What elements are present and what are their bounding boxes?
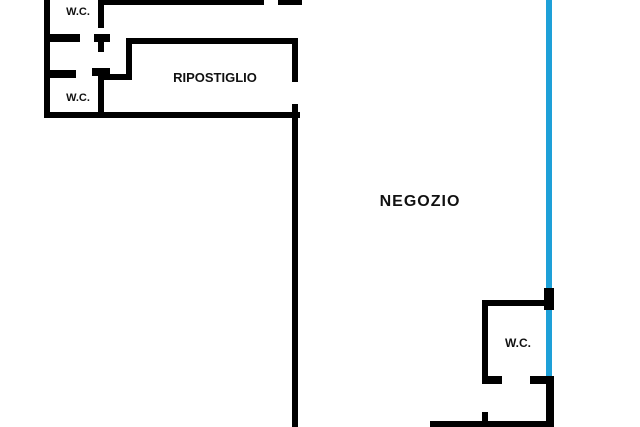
wall-ripostiglio-step (104, 74, 132, 80)
room-label-wc-top: W.C. (66, 6, 90, 18)
wall-back-bottom (44, 112, 300, 118)
wall-wc-bottom-floor-left (482, 376, 502, 384)
wall-wc-bottom-floor-right (530, 376, 554, 384)
wall-ripostiglio-left (126, 38, 132, 80)
wall-wc-mid-top-right (92, 68, 110, 76)
wall-wc-top-left (44, 0, 50, 118)
wall-bottom-edge (430, 421, 546, 427)
wall-shop-left (292, 104, 298, 427)
wall-wc-bottom-right (546, 376, 554, 427)
wall-ripostiglio-right (292, 38, 298, 82)
shopfront-glazing (546, 0, 552, 290)
room-label-negozio: NEGOZIO (380, 193, 461, 210)
wall-ripostiglio-top (126, 38, 298, 44)
wall-wc-mid-top-left (44, 70, 76, 78)
room-label-wc-mid: W.C. (66, 92, 90, 104)
wall-corridor-top-right (278, 0, 302, 5)
pier-shopfront (544, 288, 554, 310)
wall-corridor-top (104, 0, 264, 5)
walls (44, 0, 554, 427)
room-label-wc-bottom: W.C. (505, 336, 531, 350)
wall-wc-mid-right-stub (98, 42, 104, 52)
wall-wc-top-right (98, 0, 104, 28)
wall-wc-top-bottom-left (44, 34, 80, 42)
wall-wc-bottom-top (482, 300, 546, 306)
wall-bottom-stub (482, 412, 488, 427)
shopfront-glazing-lower (546, 308, 552, 427)
wall-wc-bottom-left (482, 300, 488, 384)
wall-wc-top-bottom-right (94, 34, 110, 42)
wall-wc-mid-right (98, 76, 104, 114)
room-label-ripostiglio: RIPOSTIGLIO (173, 70, 257, 85)
